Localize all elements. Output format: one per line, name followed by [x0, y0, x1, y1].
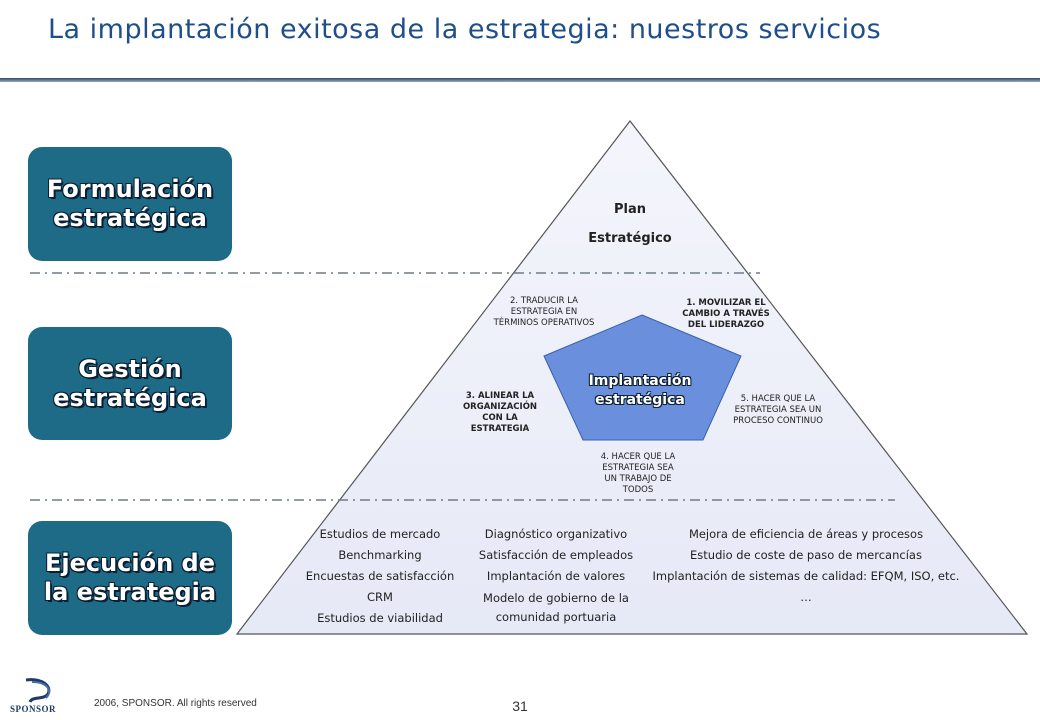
step-3-line1: 3. ALINEAR LA [465, 391, 535, 401]
level-management: Gestión estratégica [28, 327, 232, 440]
service-item: CRM [367, 590, 393, 604]
step-4-line1: 4. HACER QUE LA [600, 452, 676, 462]
services-column-3: Mejora de eficiencia de áreas y procesos… [648, 524, 964, 608]
implementation-pentagon [543, 314, 742, 441]
step-3-line3: CON LA [482, 413, 518, 423]
service-item: Diagnóstico organizativo [484, 527, 628, 541]
step-3: 3. ALINEAR LA ORGANIZACIÓN CON LA ESTRAT… [452, 391, 548, 435]
service-item: Benchmarking [338, 548, 422, 562]
implementation-label-line2: estratégica [595, 392, 685, 408]
step-2: 2. TRADUCIR LA ESTRATEGIA EN TÉRMINOS OP… [480, 296, 608, 329]
service-item: Encuestas de satisfacción [305, 569, 455, 583]
title-underline [0, 78, 1040, 82]
step-3-line4: ESTRATEGIA [470, 424, 530, 434]
service-item: Estudios de viabilidad [317, 611, 443, 625]
plan-label: Plan [613, 202, 646, 217]
service-item: Modelo de gobierno de la [483, 591, 629, 605]
step-1-line3: DEL LIDERAZGO [687, 320, 765, 330]
service-item: Implantación de sistemas de calidad: EFQ… [652, 569, 960, 583]
service-item: Mejora de eficiencia de áreas y procesos [688, 527, 924, 541]
level-formulation-line2: estratégica [53, 204, 207, 232]
implementation-label-line1: Implantación [588, 373, 692, 389]
services-column-1: Estudios de mercado Benchmarking Encuest… [300, 524, 460, 629]
service-item: comunidad portuaria [495, 610, 617, 624]
step-4-line4: TODOS [622, 485, 654, 495]
step-4-line3: UN TRABAJO DE [604, 474, 672, 484]
step-1: 1. MOVILIZAR EL CAMBIO A TRAVÉS DEL LIDE… [672, 298, 780, 331]
service-item: Implantación de valores [486, 569, 626, 583]
step-5-line2: ESTRATEGIA SEA UN [734, 405, 822, 415]
logo-text: SPONSOR [10, 704, 57, 714]
strategic-label: Estratégico [588, 231, 672, 246]
services-column-2: Diagnóstico organizativo Satisfacción de… [466, 524, 646, 625]
service-item: … [800, 590, 812, 604]
step-5-line3: PROCESO CONTINUO [733, 416, 823, 426]
level-execution: Ejecución de la estrategia [28, 521, 232, 635]
step-5: 5. HACER QUE LA ESTRATEGIA SEA UN PROCES… [722, 394, 834, 427]
implementation-label: Implantación estratégica [560, 372, 720, 410]
level-formulation: Formulación estratégica [28, 147, 232, 261]
step-5-line1: 5. HACER QUE LA [740, 394, 816, 404]
step-4-line2: ESTRATEGIA SEA [602, 463, 674, 473]
sponsor-logo-icon [25, 678, 51, 703]
step-2-line3: TÉRMINOS OPERATIVOS [493, 318, 595, 328]
step-3-line2: ORGANIZACIÓN [462, 402, 538, 412]
step-4: 4. HACER QUE LA ESTRATEGIA SEA UN TRABAJ… [578, 452, 698, 496]
service-item: Satisfacción de empleados [478, 548, 634, 562]
level-management-line1: Gestión [78, 354, 182, 383]
page-number: 31 [512, 698, 528, 714]
level-execution-line1: Ejecución de [44, 549, 216, 577]
copyright-text: 2006, SPONSOR. All rights reserved [94, 698, 257, 709]
step-1-line1: 1. MOVILIZAR EL [686, 298, 766, 308]
level-formulation-line1: Formulación [46, 175, 214, 203]
step-2-line2: ESTRATEGIA EN [510, 307, 578, 317]
page-title: La implantación exitosa de la estrategia… [48, 14, 882, 45]
step-2-line1: 2. TRADUCIR LA [510, 296, 578, 306]
service-item: Estudio de coste de paso de mercancías [690, 548, 922, 562]
step-1-line2: CAMBIO A TRAVÉS [682, 309, 770, 319]
service-item: Estudios de mercado [319, 527, 441, 541]
level-management-line2: estratégica [53, 383, 207, 412]
level-execution-line2: la estrategia [43, 578, 217, 606]
